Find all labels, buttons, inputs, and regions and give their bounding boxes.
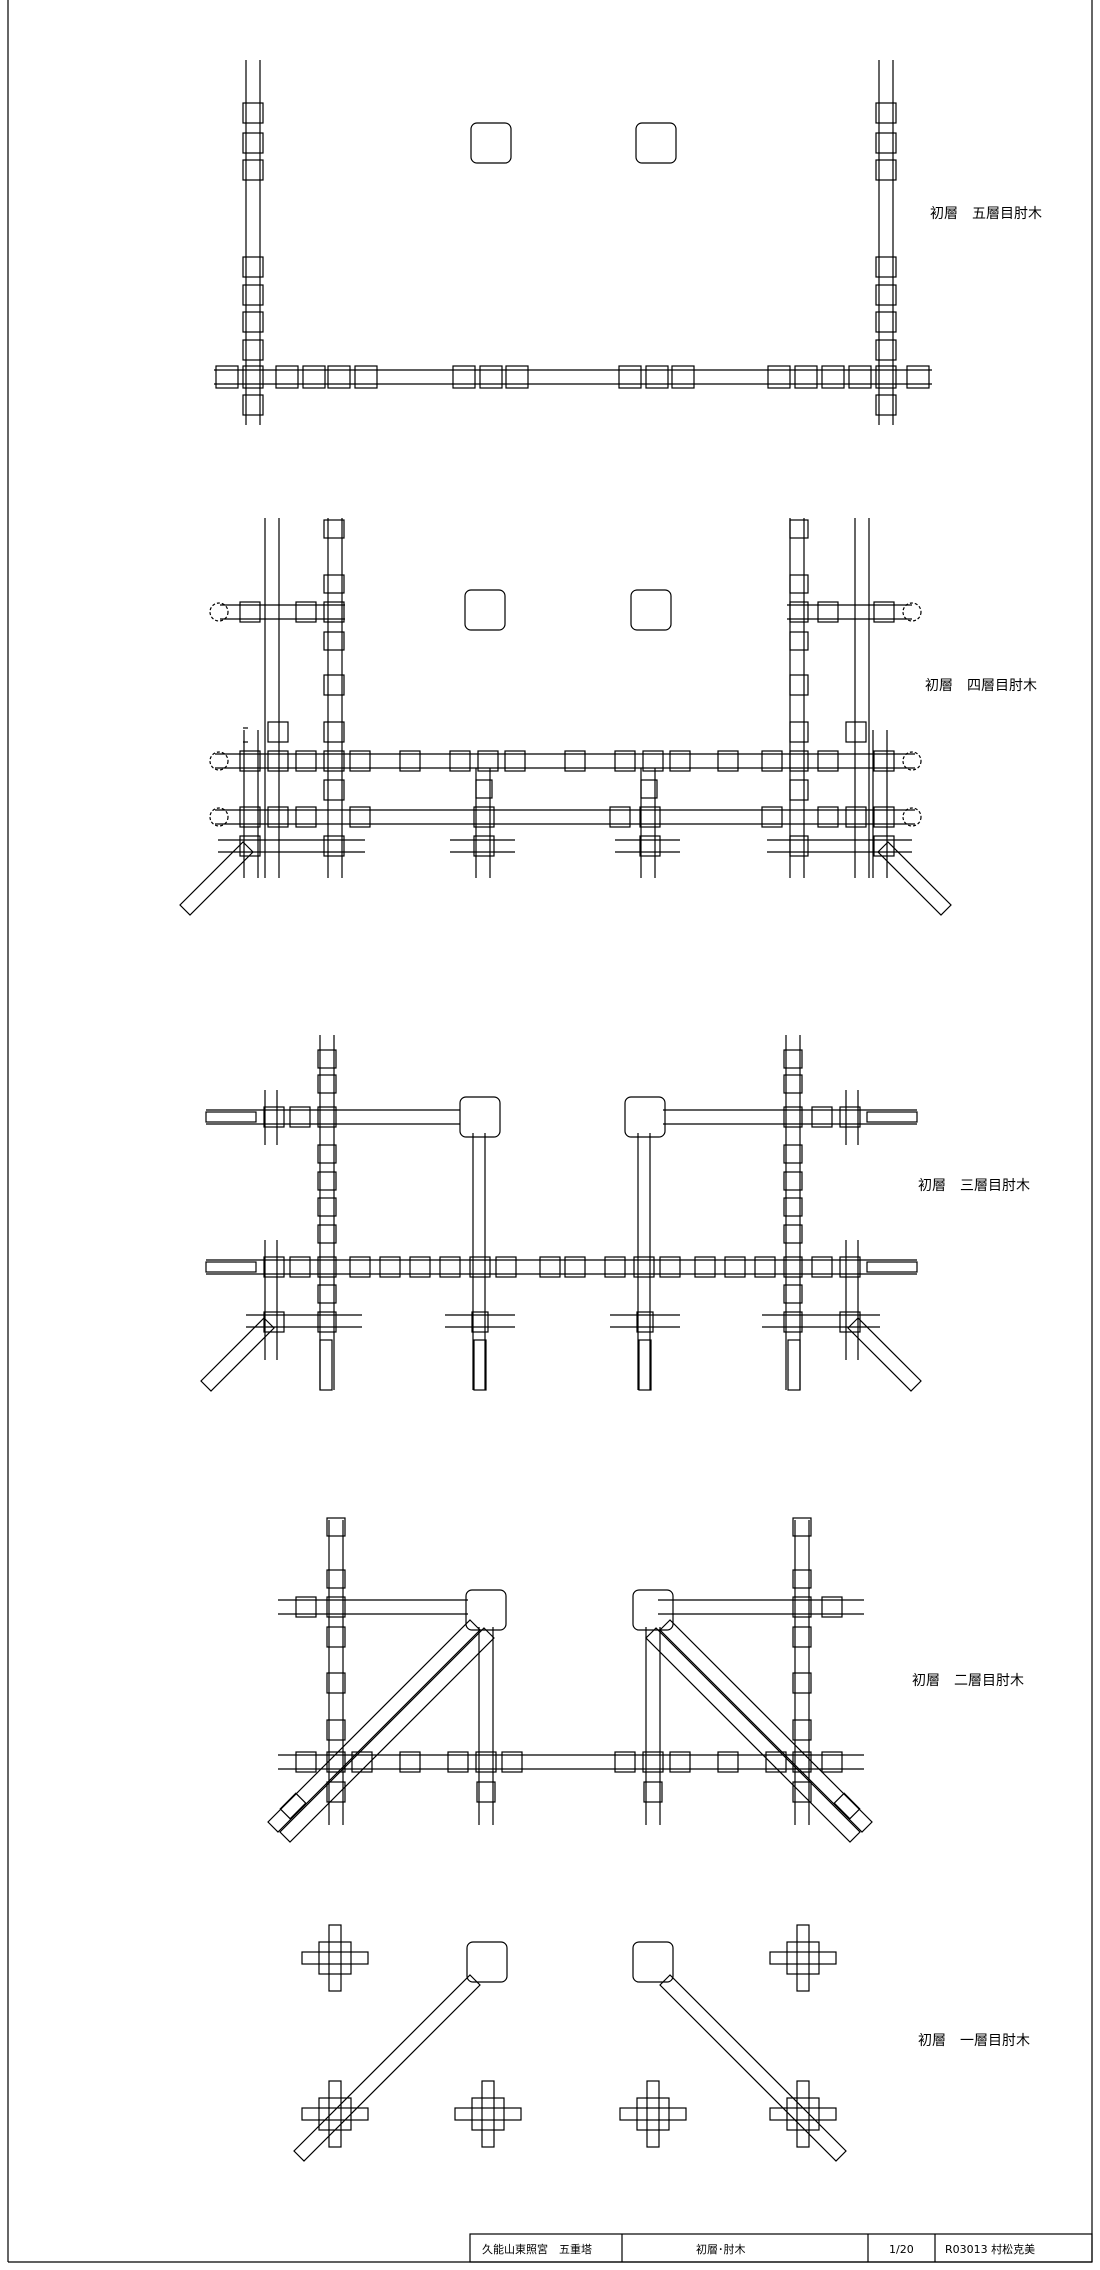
bracket-cross-top-right: [769, 1924, 837, 1992]
title-block-drawing-no: R03013 村松克美: [945, 2242, 1035, 2256]
plan-level-4: [179, 518, 952, 916]
post-rounded: [465, 1589, 507, 1631]
blocks-level-4: [239, 519, 895, 857]
post-rounded: [624, 1096, 666, 1138]
post-rounded: [630, 589, 672, 631]
post-rounded: [466, 1941, 508, 1983]
post-rounded: [632, 1589, 674, 1631]
bracket-cross-top-left: [301, 1924, 369, 1992]
blocks-level-3: [263, 1049, 861, 1333]
post-rounded: [635, 122, 677, 164]
blocks-level-2: [295, 1517, 843, 1803]
title-block: 久能山東照宮 五重塔 初層･肘木 1/20 R03013 村松克美: [469, 2233, 1093, 2263]
post-rounded: [459, 1096, 501, 1138]
title-block-project: 久能山東照宮 五重塔: [482, 2242, 592, 2256]
post-rounded: [464, 589, 506, 631]
diagonal-members: [293, 1974, 847, 2162]
plan-level-1: [293, 1924, 847, 2162]
title-block-scale: 1/20: [889, 2243, 914, 2256]
dashed-circles: [209, 602, 922, 827]
diagonal-members: [267, 1619, 873, 1843]
post-rounded: [632, 1941, 674, 1983]
plan-level-2: [267, 1517, 873, 1843]
label-level-3: 初層 三層目肘木: [918, 1177, 1030, 1194]
plan-level-3: [200, 1035, 922, 1392]
block-column-right: [875, 102, 897, 416]
label-level-4: 初層 四層目肘木: [925, 677, 1037, 694]
label-level-1: 初層 一層目肘木: [918, 2032, 1030, 2049]
label-level-5: 初層 五層目肘木: [930, 205, 1042, 222]
post-rounded: [470, 122, 512, 164]
title-block-drawing: 初層･肘木: [696, 2242, 746, 2256]
bracket-cross-bottom: [301, 2080, 837, 2148]
diagonal-members: [179, 841, 952, 916]
outer-stubs: [205, 1111, 918, 1391]
block-row-bottom: [215, 365, 930, 389]
plan-level-5: [214, 60, 932, 425]
diagonal-members: [200, 1317, 922, 1392]
block-column-left: [242, 102, 264, 416]
label-level-2: 初層 二層目肘木: [912, 1672, 1024, 1689]
